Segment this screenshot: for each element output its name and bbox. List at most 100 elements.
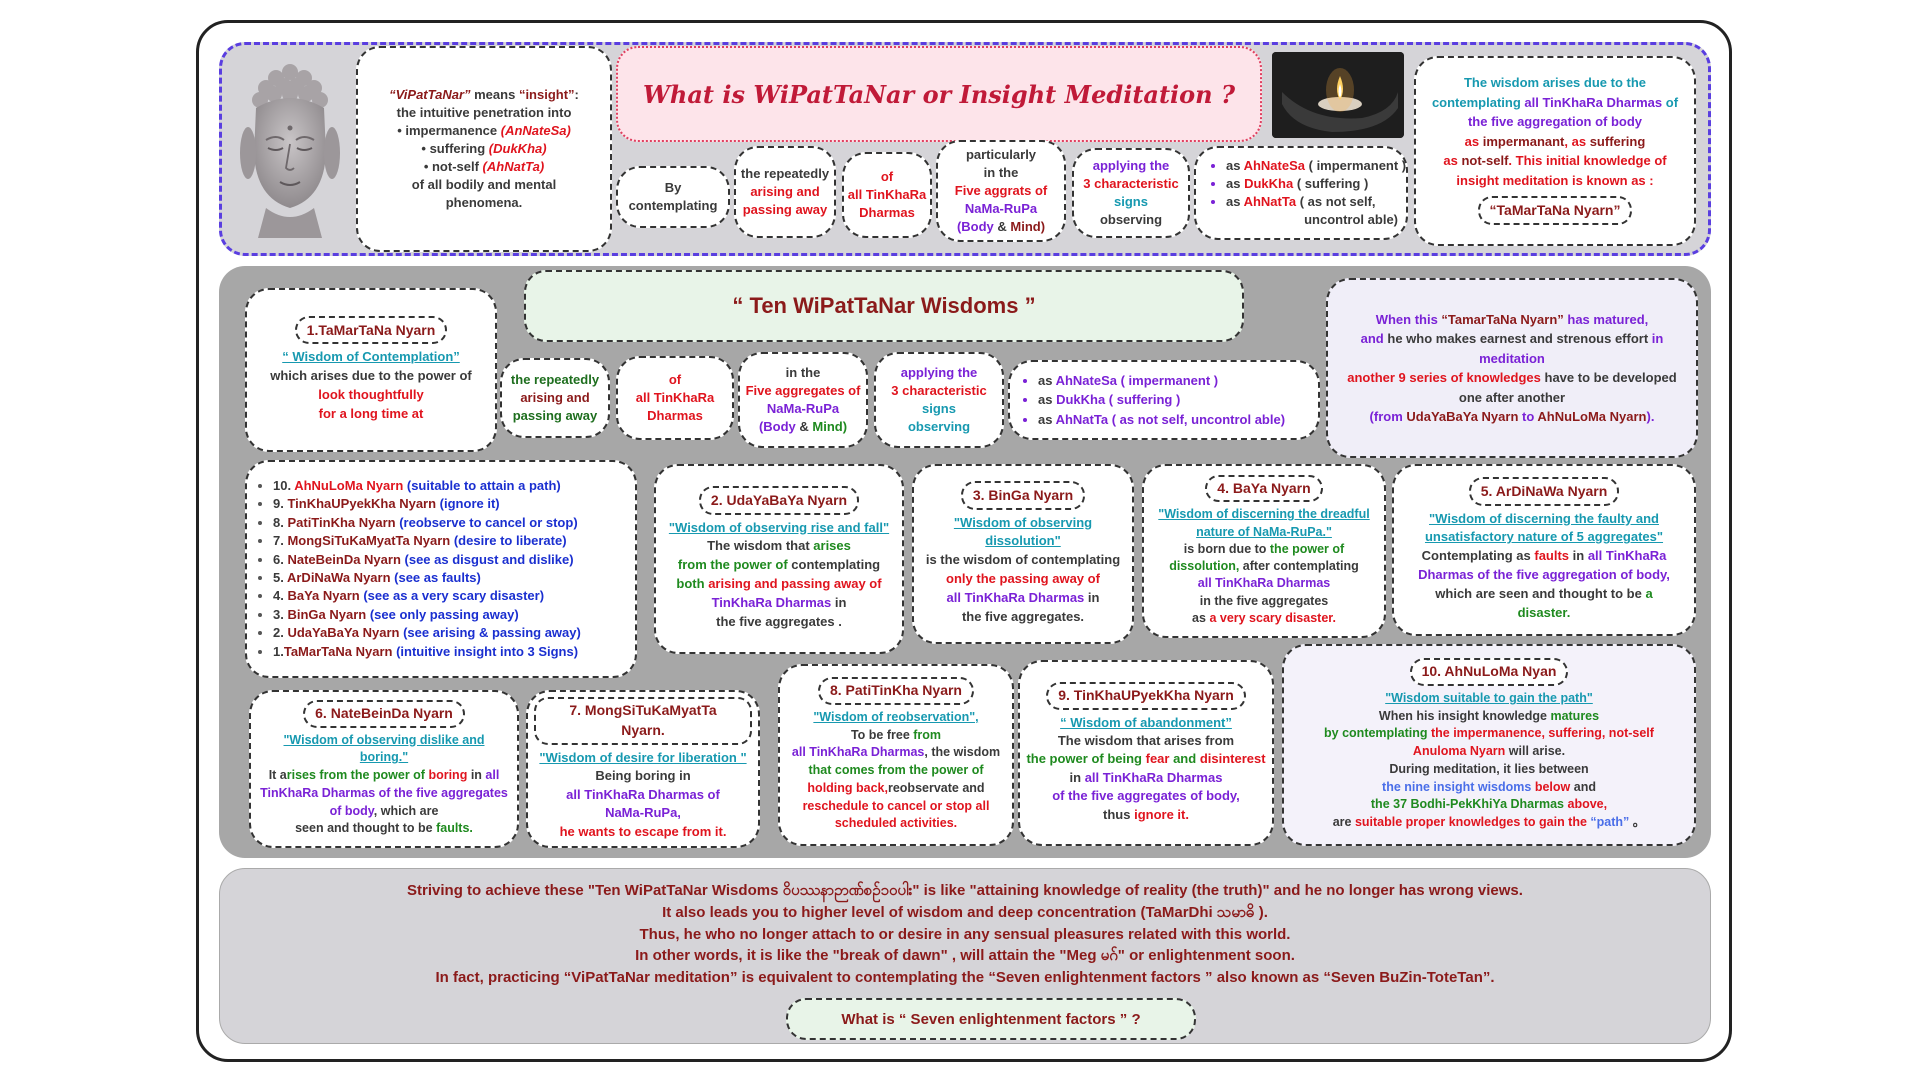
text: holding back,: [807, 780, 888, 795]
text: that comes from the power of: [808, 763, 984, 778]
text: all TinKhaRa Dharmas: [1084, 769, 1223, 785]
text: &: [993, 218, 1011, 234]
text: will arise.: [1505, 744, 1566, 759]
summary-line: It also leads you to higher level of wis…: [662, 903, 1268, 921]
list-item-name: PatiTinKha Nyarn: [287, 514, 396, 530]
list-item-name: TinKhaUPyekKha Nyarn: [287, 496, 437, 512]
text: Mind): [1010, 218, 1046, 234]
text: all TinKhaRa Dharmas: [946, 589, 1085, 605]
text: rises from the power of: [286, 768, 429, 783]
seven-factors-button-label: What is “ Seven enlightenment factors ” …: [841, 1010, 1141, 1028]
wisdom-list-item: 2. UdaYaBaYa Nyarn (see arising & passin…: [273, 624, 581, 642]
text: the repeatedly: [510, 372, 600, 388]
text: in: [1084, 589, 1100, 605]
text: contemplating: [628, 198, 718, 213]
text: reschedule to cancel or stop all: [802, 798, 990, 813]
list-item-name: NateBeinDa Nyarn: [287, 551, 401, 567]
text: passing away of: [995, 571, 1100, 587]
text: The wisdom that arises from: [1057, 733, 1235, 749]
list-item-desc: (see as faults): [390, 570, 481, 585]
text: matures: [1550, 708, 1600, 723]
summary-line: In other words, it is like the "break of…: [635, 947, 1295, 965]
wisdom-1-title: 1.TaMarTaNa Nyarn: [294, 316, 448, 345]
list-item-name: AhNuLoMa Nyarn: [294, 477, 404, 493]
text: uncontrol able): [1304, 211, 1398, 227]
text: , as: [1564, 133, 1590, 149]
text: To be free: [850, 727, 914, 742]
outer-frame: [196, 20, 1732, 1062]
text: signs: [1114, 194, 1148, 209]
text: The wisdom arises due to the: [1463, 75, 1647, 90]
text: as: [1464, 133, 1483, 149]
list-item: as AhNateSa ( impermanent ): [1038, 371, 1285, 391]
wisdom-8-title: 8. PatiTinKha Nyarn: [817, 676, 974, 705]
text: look thoughtfully: [318, 387, 424, 403]
seven-factors-button[interactable]: What is “ Seven enlightenment factors ” …: [786, 998, 1196, 1040]
text: AhNatTa: [1243, 194, 1297, 209]
text: ).: [1646, 409, 1655, 424]
text: , which are: [373, 803, 439, 818]
text: as: [1038, 411, 1056, 427]
summary-line: In fact, practicing “ViPatTaNar meditati…: [435, 969, 1495, 986]
wisdom-2-title: 2. UdaYaBaYa Nyarn: [698, 486, 860, 515]
wisdom-4-subtitle: nature of NaMa-RuPa.": [1196, 524, 1332, 539]
text: as: [1226, 194, 1244, 209]
text: of all bodily and mental: [411, 176, 557, 192]
text: from: [913, 727, 942, 742]
three-signs-list-box: as AhNateSa ( impermanent ) as DukKha ( …: [1194, 146, 1408, 240]
list-item-name: BinGa Nyarn: [287, 606, 367, 622]
text: all: [485, 768, 500, 783]
wisdom-7-card: 7. MongSiTuKaMyatTa Nyarn. "Wisdom of de…: [526, 690, 760, 848]
wisdom-5-subtitle: "Wisdom of discerning the faulty and: [1429, 510, 1659, 526]
text: NaMa-RuPa,: [605, 805, 681, 821]
text: DukKha ( suffering ): [1056, 392, 1181, 408]
text: signs: [922, 401, 956, 416]
by-contemplating-box: By contemplating: [616, 166, 730, 228]
text: as: [1192, 610, 1210, 625]
text: TinKhaRa Dharmas: [711, 594, 832, 610]
text: which are seen and thought to be: [1435, 585, 1646, 601]
five-aggregates-box-2: in the Five aggregates of NaMa-RuPa (Bod…: [738, 352, 868, 448]
text: for a long time at: [318, 405, 424, 421]
tamartana-intro-box: The wisdom arises due to the contemplati…: [1414, 56, 1696, 246]
text: all TinKhaRa Dharmas of: [566, 786, 720, 802]
wisdom-4-subtitle: "Wisdom of discerning the dreadful: [1158, 507, 1370, 522]
list-item-name: BaYa Nyarn: [287, 588, 360, 604]
text: observing: [907, 418, 971, 434]
text: Five aggregates of: [745, 383, 861, 399]
text: the five aggregates .: [716, 613, 842, 629]
text: Mind): [812, 418, 848, 434]
text: • not-self: [423, 158, 483, 174]
text: in: [1651, 331, 1664, 346]
repeatedly-arising-box-2: the repeatedly arising and passing away: [500, 358, 610, 438]
term-vipattanar: “ViPatTaNar”: [389, 87, 471, 103]
wisdom-3-card: 3. BinGa Nyarn "Wisdom of observing diss…: [912, 464, 1134, 644]
text: ( as not self,: [1296, 194, 1376, 209]
text: and: [1570, 779, 1596, 794]
text: and: [1360, 331, 1384, 346]
wisdom-3-title: 3. BinGa Nyarn: [960, 481, 1086, 510]
list-item-desc: (see as disgust and dislike): [400, 551, 574, 567]
list-item-name: MongSiTuKaMyatTa Nyarn: [287, 533, 451, 549]
wisdom-6-title: 6. NateBeinDa Nyarn: [303, 699, 465, 728]
text: (Body: [758, 418, 796, 434]
text: of the five aggregates of body,: [1052, 788, 1240, 804]
term-tinkhara: all TinKhaRa Dharmas: [1524, 94, 1663, 110]
summary-panel: [219, 868, 1711, 1044]
list-item-desc: (ignore it): [436, 496, 500, 512]
text: the 37 Bodhi-PekKhiYa Dharmas: [1370, 797, 1565, 812]
text: UdaYaBaYa Nyarn: [1406, 409, 1519, 424]
text: by contemplating: [1324, 726, 1431, 741]
text: Dharmas of the five aggregation of body,: [1418, 567, 1670, 583]
wisdoms-list: 10. AhNuLoMa Nyarn (suitable to attain a…: [257, 477, 581, 662]
list-item: as DukKha ( suffering ): [1226, 175, 1406, 193]
list-item-number: 10.: [273, 477, 295, 493]
text: is the wisdom of contemplating: [925, 552, 1121, 568]
term-tamartana: “TamarTaNa Nyarn”: [1441, 311, 1564, 327]
summary-text: Striving to achieve these "Ten WiPatTaNa…: [230, 880, 1700, 992]
text: of: [1662, 94, 1679, 110]
term-not-self: not-self: [1461, 153, 1509, 168]
text: AhNateSa ( impermanent ): [1055, 372, 1219, 388]
wisdom-6-subtitle: boring.": [359, 750, 409, 765]
wisdom-1-subtitle: “ Wisdom of Contemplation”: [282, 349, 460, 365]
